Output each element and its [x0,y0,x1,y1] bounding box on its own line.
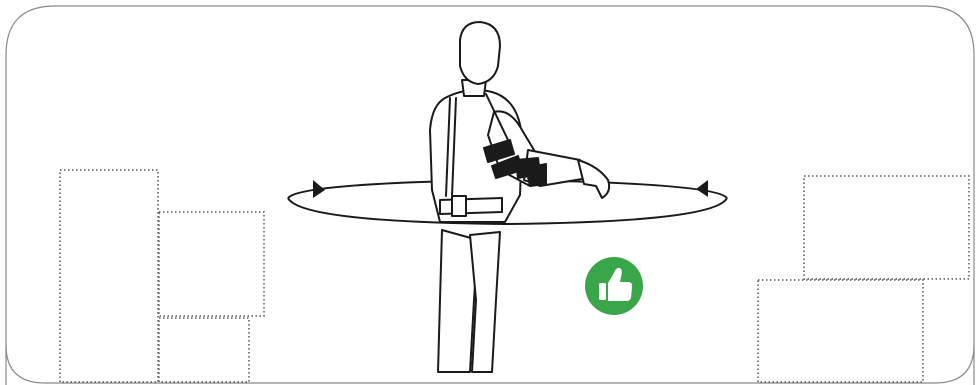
dotted-box [159,318,249,382]
arrow-left-icon [696,180,708,197]
obstacle-boxes-left [60,170,264,382]
person-wearing-harness-icon [430,22,609,372]
obstacle-boxes-right [758,176,969,382]
thumbs-up-badge [585,257,643,315]
arrow-right-icon [313,180,325,198]
dotted-box [159,212,264,316]
dotted-box [804,176,969,279]
dotted-box [60,170,158,382]
dotted-box [758,280,923,382]
